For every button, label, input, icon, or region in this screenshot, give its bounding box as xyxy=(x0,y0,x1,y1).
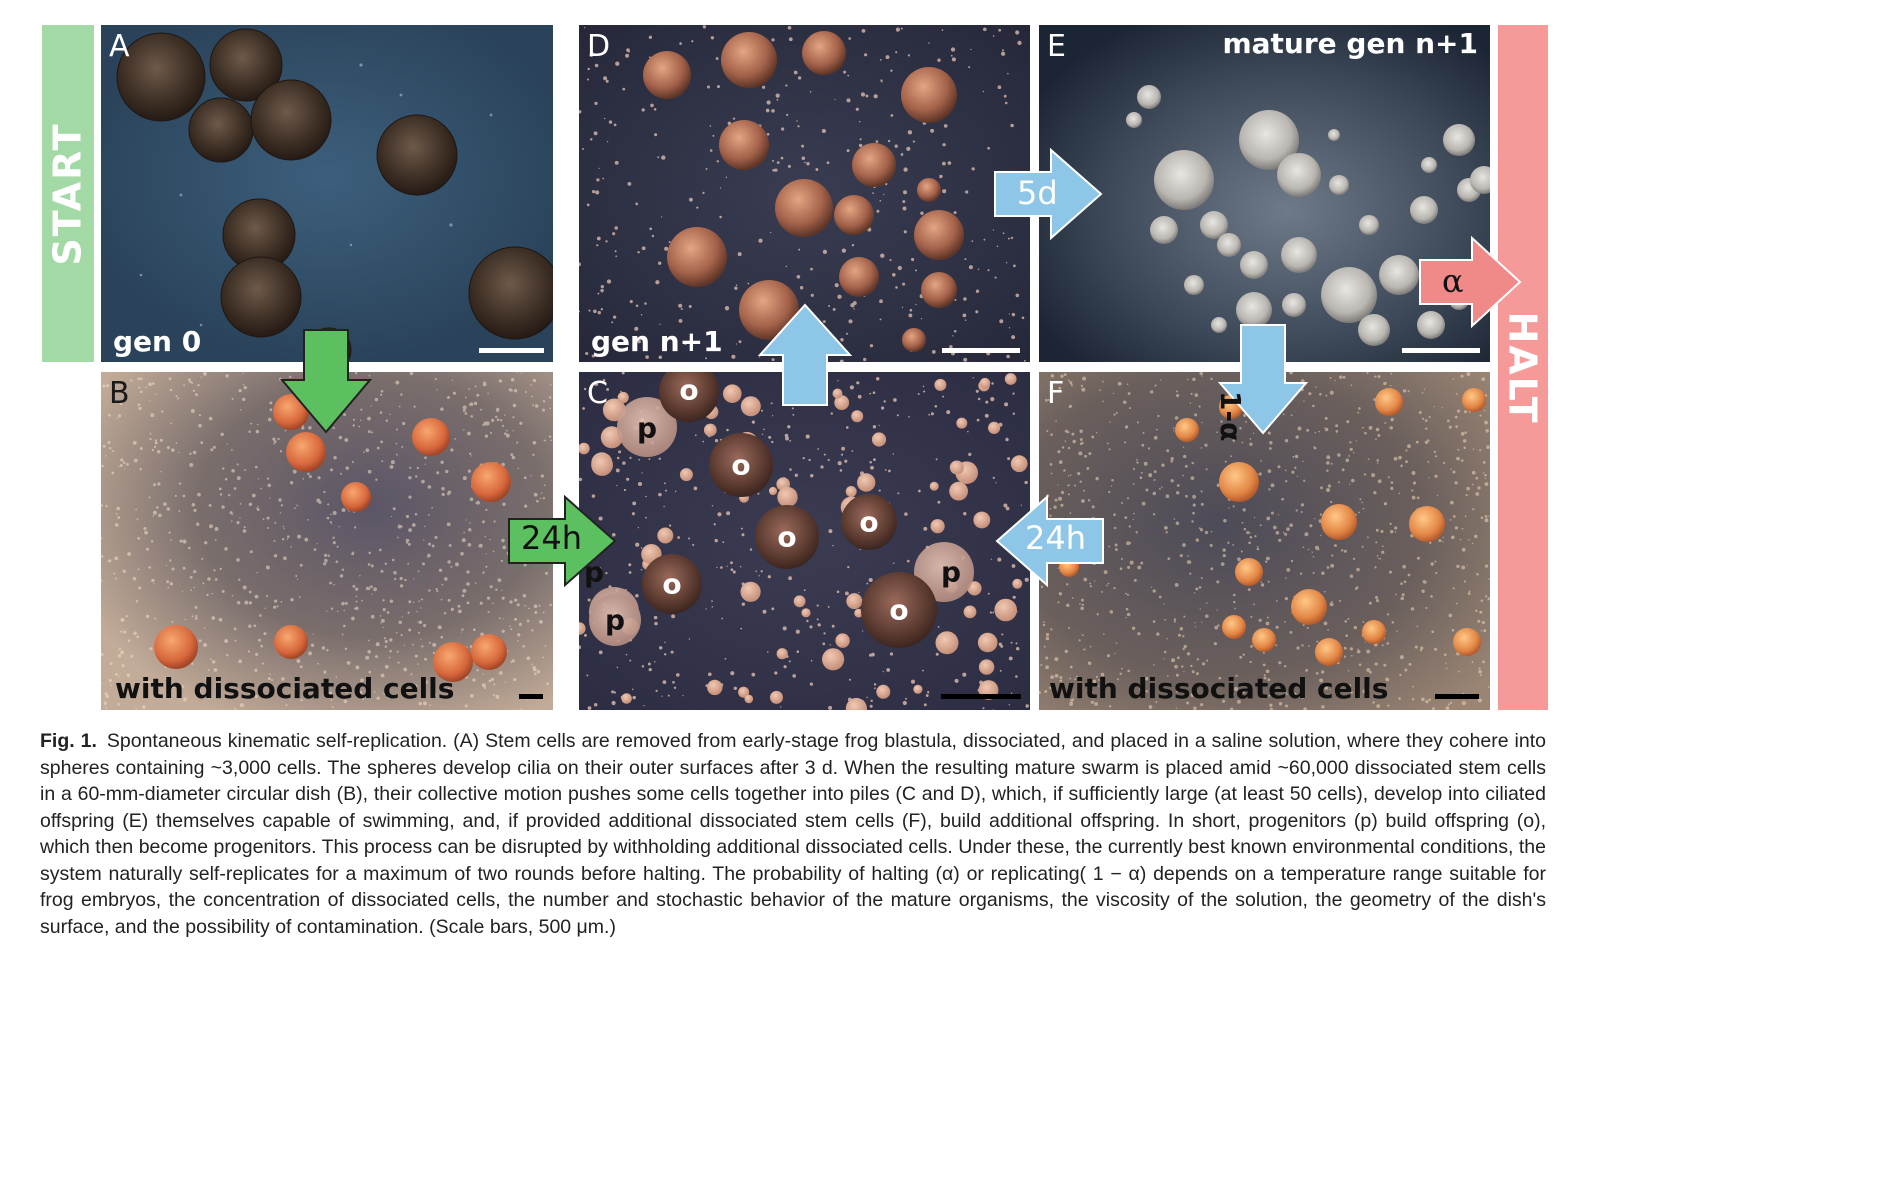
panel-e-text: mature gen n+1 xyxy=(1222,27,1478,60)
panel-d-scale-bar xyxy=(942,348,1020,353)
panel-a-text: gen 0 xyxy=(113,325,202,358)
panel-e: E mature gen n+1 xyxy=(1039,25,1490,362)
panel-a-label: A xyxy=(109,29,130,64)
panel-b-text: with dissociated cells xyxy=(115,672,455,705)
arrow-f-to-c-label: 24h xyxy=(1025,519,1086,557)
panel-a: A gen 0 xyxy=(101,25,553,362)
halt-bar: HALT xyxy=(1498,25,1548,710)
arrow-e-to-halt-alpha: α xyxy=(1419,235,1522,329)
panel-f-label: F xyxy=(1047,376,1065,411)
arrow-f-to-c-24h: 24h xyxy=(995,494,1104,588)
arrow-a-to-b xyxy=(279,329,373,434)
panel-d-text: gen n+1 xyxy=(591,325,723,358)
progenitor-marker: p xyxy=(940,555,962,589)
start-label: START xyxy=(46,121,91,266)
offspring-marker: o xyxy=(889,593,909,627)
panel-f-text: with dissociated cells xyxy=(1049,672,1389,705)
panel-d-label: D xyxy=(587,29,611,64)
progenitor-marker: p xyxy=(636,411,658,445)
offspring-marker: o xyxy=(679,373,699,407)
progenitor-marker: p xyxy=(604,603,626,637)
panel-f-scale-bar xyxy=(1435,694,1479,699)
offspring-marker: o xyxy=(731,448,751,482)
arrow-b-to-c-24h: 24h xyxy=(508,494,617,588)
arrow-d-to-e-5d: 5d xyxy=(994,147,1103,241)
halt-label: HALT xyxy=(1501,310,1545,425)
arrow-b-to-c-label: 24h xyxy=(521,519,582,557)
panel-a-micrograph xyxy=(101,25,553,362)
arrow-d-to-e-label: 5d xyxy=(1017,174,1058,212)
caption-text: Spontaneous kinematic self-replication. … xyxy=(40,730,1546,938)
figure-caption: Fig. 1.Spontaneous kinematic self-replic… xyxy=(40,728,1546,940)
panel-c-micrograph xyxy=(579,372,1030,710)
panel-a-scale-bar xyxy=(479,348,544,353)
panel-e-label: E xyxy=(1047,29,1066,64)
figure-number: Fig. 1. xyxy=(40,730,97,752)
arrow-e-to-f-1-alpha: 1-α xyxy=(1214,324,1309,441)
panel-e-scale-bar xyxy=(1402,348,1480,353)
panel-b-scale-bar xyxy=(519,694,543,699)
panel-c-scale-bar xyxy=(941,694,1021,699)
offspring-marker: o xyxy=(859,505,879,539)
panel-b-label: B xyxy=(109,376,130,411)
offspring-marker: o xyxy=(777,520,797,554)
panel-c-label: C xyxy=(587,376,608,411)
panel-e-micrograph xyxy=(1039,25,1490,362)
start-bar: START xyxy=(42,25,94,362)
offspring-marker: o xyxy=(662,567,682,601)
arrow-1-alpha-label: 1-α xyxy=(1214,391,1247,442)
panel-d: D gen n+1 xyxy=(579,25,1030,362)
arrow-alpha-label: α xyxy=(1442,262,1464,300)
arrow-c-to-d xyxy=(757,303,853,406)
panel-c: C o p o o o o o p p p xyxy=(579,372,1030,710)
figure-1: START HALT xyxy=(42,25,1548,710)
